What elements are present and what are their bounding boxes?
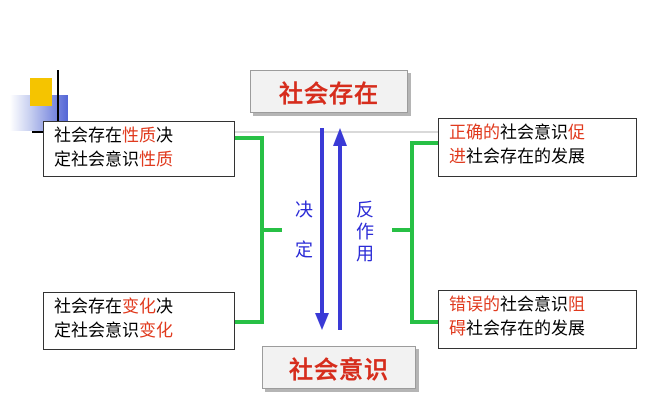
box-change-determines: 社会存在变化决 定社会意识变化: [43, 292, 235, 350]
text-segment: 定社会意识: [54, 321, 139, 341]
box-correct-promotes: 正确的社会意识促 进社会存在的发展: [438, 118, 637, 177]
title-social-existence: 社会存在: [250, 70, 408, 113]
label-char: 定: [295, 240, 313, 261]
label-counteract: 反 作 用: [355, 200, 375, 266]
box-line-2: 定社会意识变化: [54, 319, 224, 343]
box-line-2: 进社会存在的发展: [449, 145, 626, 169]
left-bracket: [234, 136, 282, 324]
box-line-1: 社会存在性质决: [54, 124, 224, 148]
text-segment: 社会存在的发展: [466, 319, 585, 339]
text-segment: 社会意识: [500, 295, 568, 315]
highlight-segment: 进: [449, 147, 466, 167]
text-segment: 社会存在: [54, 297, 122, 317]
title-social-consciousness: 社会意识: [262, 346, 416, 389]
highlight-segment: 碍: [449, 319, 466, 339]
label-determine: 决 定: [294, 200, 314, 262]
text-segment: 社会意识: [500, 123, 568, 143]
box-line-2: 碍社会存在的发展: [449, 317, 626, 341]
box-line-1: 正确的社会意识促: [449, 121, 626, 145]
box-line-1: 社会存在变化决: [54, 295, 224, 319]
label-char: 作: [356, 222, 374, 243]
corner-decoration-vline: [57, 70, 59, 148]
corner-decoration-yellow: [30, 78, 52, 106]
up-arrow: [333, 128, 347, 330]
highlight-segment: 促: [568, 123, 585, 143]
text-segment: 定社会意识: [54, 150, 139, 170]
highlight-segment: 变化: [139, 321, 173, 341]
box-nature-determines: 社会存在性质决 定社会意识性质: [43, 121, 235, 177]
highlight-segment: 性质: [122, 126, 156, 146]
down-arrow: [315, 128, 329, 330]
label-char: 决: [295, 200, 313, 221]
text-segment: 决: [156, 126, 173, 146]
text-segment: 社会存在的发展: [466, 147, 585, 167]
text-segment: 社会存在: [54, 126, 122, 146]
box-wrong-hinders: 错误的社会意识阻 碍社会存在的发展: [438, 290, 637, 349]
top-rule: [58, 131, 448, 133]
label-char: 反: [356, 200, 374, 221]
highlight-segment: 阻: [568, 295, 585, 315]
highlight-segment: 正确的: [449, 123, 500, 143]
highlight-segment: 变化: [122, 297, 156, 317]
box-line-1: 错误的社会意识阻: [449, 293, 626, 317]
text-segment: 决: [156, 297, 173, 317]
right-bracket: [392, 141, 438, 324]
highlight-segment: 错误的: [449, 295, 500, 315]
highlight-segment: 性质: [139, 150, 173, 170]
box-line-2: 定社会意识性质: [54, 148, 224, 172]
label-char: 用: [356, 244, 374, 265]
